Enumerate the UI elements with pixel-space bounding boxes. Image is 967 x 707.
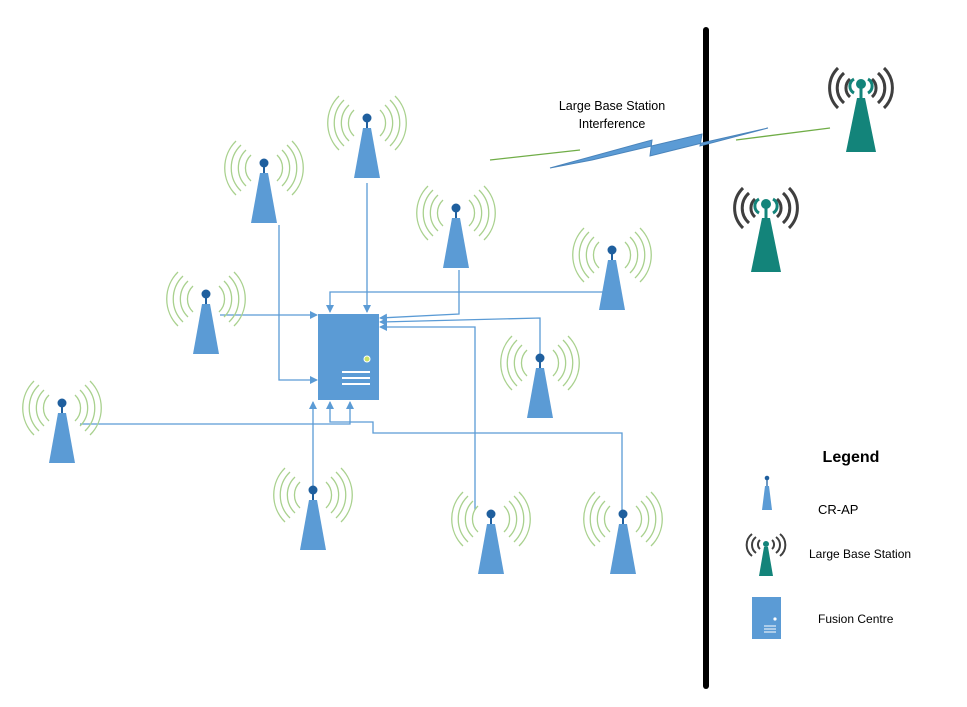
cr-ap-icon [165,271,247,355]
cr-ap-icon [326,95,408,179]
legend-cr-ap-label: CR-AP [818,502,858,517]
cr-ap-icon [21,380,103,464]
interference-wave-right [735,127,831,141]
legend: Legend CR-AP Large Base Station Fusion C… [745,449,911,639]
interference-wave-left [489,149,581,161]
legend-fusion-centre-label: Fusion Centre [818,612,894,626]
legend-large-base-station-label: Large Base Station [809,547,911,561]
fusion-centre-led [363,355,371,363]
link-bottom-center [379,323,476,510]
interference-lightning [549,127,769,169]
cr-ap-icon [223,140,305,224]
large-base-station-icon [828,66,894,154]
cr-ap-icon [450,491,532,575]
cr-ap-icon [571,227,653,311]
cr-ap-icon [415,185,497,269]
cr-ap-icon [582,491,664,575]
legend-large-base-station-icon [745,533,787,576]
link-bottom-right [326,401,623,510]
interference-label-line1: Large Base Station [559,99,665,113]
interference-label-line2: Interference [579,117,646,131]
link-upper-center [379,270,460,322]
legend-fusion-centre-icon [752,597,781,639]
link-far-left [80,401,354,425]
large-base-station-icon [733,186,799,274]
legend-title: Legend [823,449,880,466]
fusion-centre [318,314,379,400]
legend-cr-ap-icon [762,475,772,510]
link-upper-left [278,225,318,384]
link-upper-right [326,291,610,313]
